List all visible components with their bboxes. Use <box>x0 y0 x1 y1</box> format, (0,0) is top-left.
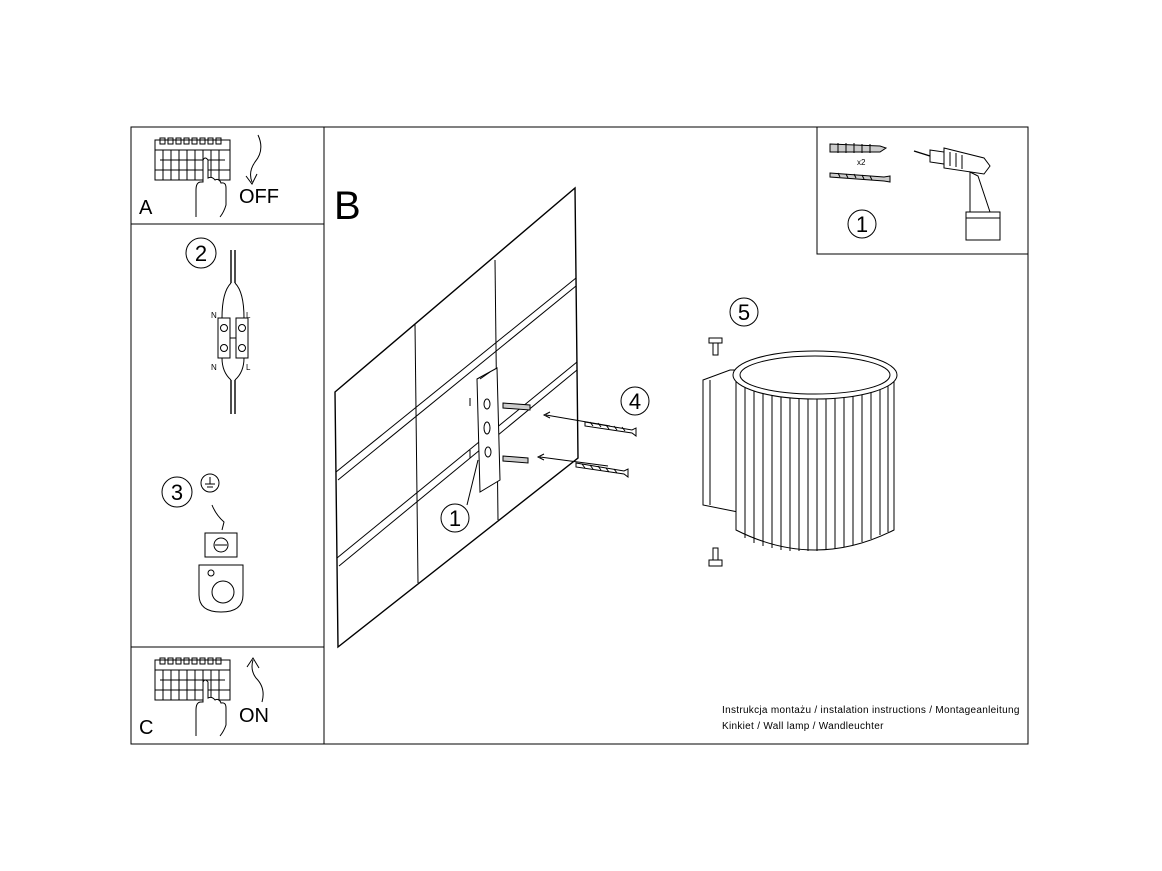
screw-icon <box>829 172 891 183</box>
terminal-n-top: N <box>211 311 217 320</box>
ground-symbol-icon <box>200 473 220 493</box>
wall-plug-icon <box>502 402 531 464</box>
drill-icon <box>913 147 1001 241</box>
mounting-bracket-icon <box>469 367 501 493</box>
outer-frame <box>130 126 1029 745</box>
step-3-ground: 3 <box>161 473 244 613</box>
screw-insertion-arrows <box>536 411 611 467</box>
panel-a-letter: A <box>139 197 153 219</box>
panel-a: OFF A <box>139 134 279 219</box>
bracket-leader-line <box>466 459 479 506</box>
step-2-wiring: 2 N L N L <box>185 237 251 414</box>
step-3-number: 3 <box>171 480 183 505</box>
wall-lamp-icon <box>702 350 898 551</box>
hand-icon <box>195 679 227 737</box>
fixing-screw-icon <box>708 337 723 356</box>
breaker-box-icon <box>154 657 231 701</box>
panel-c-letter: C <box>139 717 153 739</box>
panel-c: ON C <box>139 657 269 739</box>
footer-line-1: Instrukcja montażu / instalation instruc… <box>722 705 1020 716</box>
quantity-label: x2 <box>857 158 866 167</box>
off-label: OFF <box>239 186 279 208</box>
panel-b-letter: B <box>334 184 361 228</box>
ground-wire <box>211 504 225 531</box>
on-label: ON <box>239 705 269 727</box>
step-4-number: 4 <box>629 389 641 414</box>
ground-terminal-icon <box>198 532 244 613</box>
tools-panel: x2 1 <box>829 143 1001 241</box>
step-2-number: 2 <box>195 241 207 266</box>
hand-icon <box>195 157 227 218</box>
footer-line-2: Kinkiet / Wall lamp / Wandleuchter <box>722 721 884 732</box>
bracket-step-number: 1 <box>449 506 461 531</box>
terminal-n-bottom: N <box>211 363 217 372</box>
wire-icon <box>217 250 249 414</box>
step-5-number: 5 <box>738 300 750 325</box>
arrow-down-icon <box>245 134 262 185</box>
terminal-l-bottom: L <box>246 363 251 372</box>
wall-plug-icon <box>829 143 888 153</box>
terminal-l-top: L <box>246 311 251 320</box>
arrow-up-icon <box>246 657 264 703</box>
breaker-box-icon <box>154 137 231 181</box>
wall-tiles <box>334 186 579 649</box>
tools-box <box>816 126 1029 255</box>
fixing-screw-icon <box>708 547 723 567</box>
screw-icon <box>575 421 637 478</box>
step-1-number: 1 <box>856 212 868 237</box>
